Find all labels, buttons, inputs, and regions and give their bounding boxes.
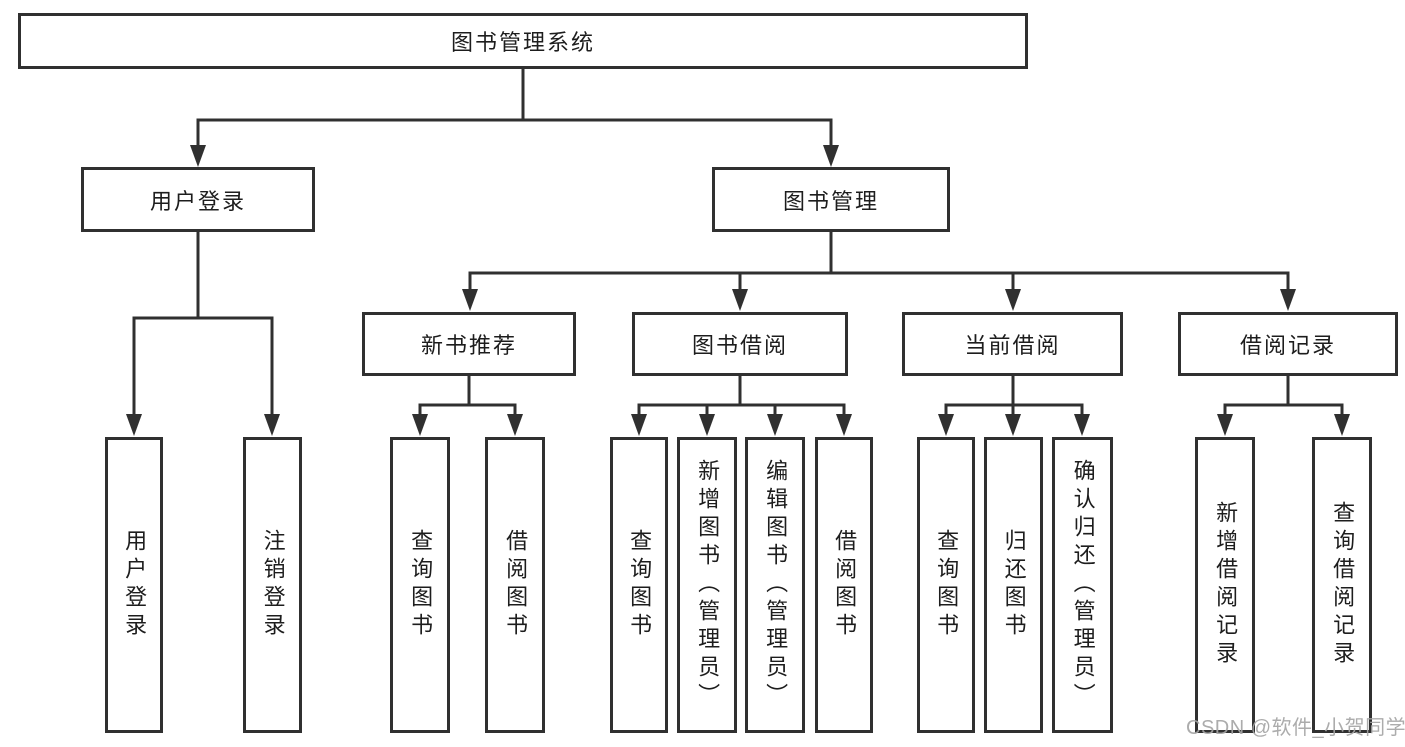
node-book-management: 图书管理 (712, 167, 950, 232)
node-current-borrowing: 当前借阅 (902, 312, 1123, 376)
leaf-recommend-query-books: 查询图书 (390, 437, 450, 733)
edge-current-borrowing-children (938, 374, 1090, 436)
leaf-logout: 注销登录 (243, 437, 302, 733)
leaf-borrowing-borrow-books: 借阅图书 (815, 437, 873, 733)
leaf-recommend-borrow-books: 借阅图书 (485, 437, 545, 733)
leaf-current-return-books: 归还图书 (984, 437, 1043, 733)
edge-root-to-level2 (190, 67, 839, 167)
edge-book-management-children (462, 230, 1296, 311)
node-borrowing-records: 借阅记录 (1178, 312, 1398, 376)
node-user-login: 用户登录 (81, 167, 315, 232)
leaf-records-add-borrow-record: 新增借阅记录 (1195, 437, 1255, 733)
edge-book-borrowing-children (631, 374, 852, 436)
edge-borrowing-records-children (1217, 374, 1350, 436)
node-library-system: 图书管理系统 (18, 13, 1028, 69)
leaf-borrowing-edit-books-admin: 编辑图书（管理员） (745, 437, 805, 733)
node-book-borrowing: 图书借阅 (632, 312, 848, 376)
leaf-current-query-books: 查询图书 (917, 437, 975, 733)
leaf-user-login: 用户登录 (105, 437, 163, 733)
leaf-current-confirm-return-admin: 确认归还（管理员） (1052, 437, 1113, 733)
node-new-book-recommend: 新书推荐 (362, 312, 576, 376)
edge-new-book-recommend-children (412, 374, 523, 436)
leaf-borrowing-query-books: 查询图书 (610, 437, 668, 733)
edge-user-login-children (126, 230, 280, 436)
csdn-watermark: CSDN @软件_小贺同学 (1186, 717, 1405, 739)
leaf-borrowing-add-books-admin: 新增图书（管理员） (677, 437, 737, 733)
leaf-records-query-borrow-record: 查询借阅记录 (1312, 437, 1372, 733)
